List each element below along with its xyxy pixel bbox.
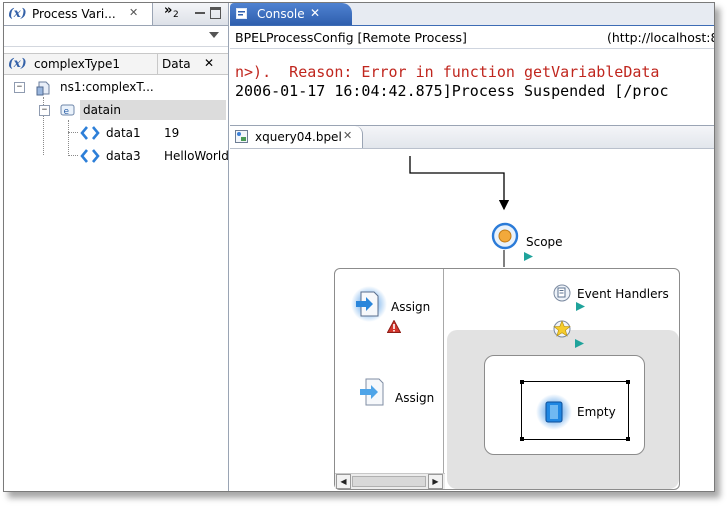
collapse-icon[interactable]: −: [39, 105, 50, 116]
tree-guide: [68, 132, 78, 133]
console-process-title: BPELProcessConfig [Remote Process]: [235, 30, 467, 45]
console-tabbar: Console ✕: [230, 3, 714, 26]
assign-node-active[interactable]: [350, 286, 388, 322]
close-icon[interactable]: ✕: [129, 6, 139, 19]
console-output[interactable]: n>). Reason: Error in function getVariab…: [230, 49, 714, 121]
leaf-value: 19: [164, 126, 180, 140]
assign-node[interactable]: [357, 376, 391, 408]
expand-triangle-icon[interactable]: [524, 252, 534, 262]
close-icon[interactable]: ✕: [343, 129, 353, 142]
leaf-diamond-icon: [80, 149, 100, 163]
empty-label: Empty: [577, 405, 616, 419]
console-line-error: n>). Reason: Error in function getVariab…: [235, 63, 660, 81]
variable-table-header: (x) complexType1 Data ✕: [4, 53, 228, 75]
tree-row-selection: [80, 100, 226, 120]
tab-console[interactable]: Console ✕: [230, 3, 352, 25]
tab-process-variables[interactable]: (x) Process Vari... ✕: [4, 3, 153, 25]
tree-row-leaf[interactable]: data1 19: [4, 123, 228, 143]
column-divider: [157, 54, 158, 74]
scroll-thumb[interactable]: [352, 476, 426, 487]
close-icon[interactable]: ✕: [310, 6, 321, 20]
variable-icon: (x): [8, 6, 27, 20]
element-icon: e: [60, 104, 75, 117]
view-menu-chevron-down-icon[interactable]: [209, 32, 219, 39]
assign-label: Assign: [395, 391, 435, 405]
resize-handle[interactable]: [626, 380, 630, 384]
complex-type-icon: [36, 81, 50, 96]
tree-guide: [68, 120, 69, 156]
tab-label: Process Vari...: [32, 7, 116, 21]
editor-tabbar: xquery04.bpel ✕: [230, 126, 714, 149]
leaf-value: HelloWorld: [164, 149, 228, 163]
scroll-left-icon[interactable]: ◀: [336, 474, 351, 489]
empty-activity-node[interactable]: [535, 393, 573, 431]
on-event-star-icon[interactable]: [552, 319, 572, 339]
console-tab-label: Console: [257, 7, 305, 21]
expand-triangle-icon[interactable]: [575, 339, 585, 349]
bpel-editor: xquery04.bpel ✕: [230, 125, 714, 491]
console-process-header: BPELProcessConfig [Remote Process] (http…: [230, 26, 714, 49]
console-host: (http://localhost:8: [607, 30, 715, 45]
variable-type-icon: (x): [8, 56, 27, 70]
overflow-chevron-icon: »: [164, 3, 173, 18]
process-variables-view: (x) Process Vari... ✕ » 2 (x) complexTyp…: [4, 3, 229, 491]
leaf-diamond-icon: [80, 126, 100, 140]
tree-guide: [43, 97, 44, 155]
leaf-name: data1: [106, 126, 141, 140]
expand-triangle-icon[interactable]: [576, 302, 586, 312]
scope-node[interactable]: [491, 222, 519, 250]
variable-name: complexType1: [34, 57, 121, 71]
column-header-data: Data: [162, 57, 191, 71]
process-canvas[interactable]: Scope ◀ ▶: [230, 149, 714, 491]
console-line-status: 2006-01-17 16:04:42.875]Process Suspende…: [235, 82, 669, 100]
view-toolbar: [4, 26, 228, 47]
maximize-icon[interactable]: [210, 7, 221, 19]
tree-child-label: datain: [83, 103, 121, 117]
scroll-right-icon[interactable]: ▶: [428, 474, 443, 489]
svg-text:e: e: [64, 107, 70, 117]
overflow-count: 2: [173, 10, 179, 20]
minimize-icon[interactable]: [195, 12, 205, 14]
scope-icon: [491, 222, 519, 250]
assign-icon: [351, 286, 387, 322]
tree-row-root[interactable]: − ns1:complexT...: [4, 77, 228, 97]
close-variable-icon[interactable]: ✕: [204, 56, 215, 70]
tree-root-label: ns1:complexT...: [60, 80, 154, 94]
window-frame: (x) Process Vari... ✕ » 2 (x) complexTyp…: [3, 2, 715, 492]
event-handlers-icon[interactable]: [552, 283, 572, 303]
assign-icon: [360, 378, 384, 406]
console-icon: [236, 8, 247, 19]
empty-activity-icon: [536, 394, 572, 430]
scope-label: Scope: [526, 235, 563, 249]
error-warning-icon: [387, 320, 401, 333]
horizontal-scrollbar[interactable]: ◀ ▶: [335, 473, 445, 489]
left-tabbar: (x) Process Vari... ✕ » 2: [4, 3, 228, 26]
event-handlers-label: Event Handlers: [577, 287, 669, 301]
leaf-name: data3: [106, 149, 141, 163]
resize-handle[interactable]: [520, 437, 524, 441]
assign-label: Assign: [391, 300, 431, 314]
tree-row-datain[interactable]: − e datain: [4, 100, 228, 120]
resize-handle[interactable]: [626, 437, 630, 441]
editor-tab-label: xquery04.bpel: [255, 130, 342, 144]
bpel-file-icon: [235, 130, 248, 143]
resize-handle[interactable]: [520, 380, 524, 384]
view-overflow-button[interactable]: » 2: [164, 3, 186, 23]
tree-guide: [68, 155, 78, 156]
tab-xquery04-bpel[interactable]: xquery04.bpel ✕: [230, 126, 363, 148]
collapse-icon[interactable]: −: [14, 82, 25, 93]
console-view: Console ✕ BPELProcessConfig [Remote Proc…: [230, 3, 714, 123]
scope-divider: [443, 269, 444, 474]
tree-row-leaf[interactable]: data3 HelloWorld: [4, 146, 228, 166]
variable-tree: − ns1:complexT... − e datain: [4, 75, 228, 185]
